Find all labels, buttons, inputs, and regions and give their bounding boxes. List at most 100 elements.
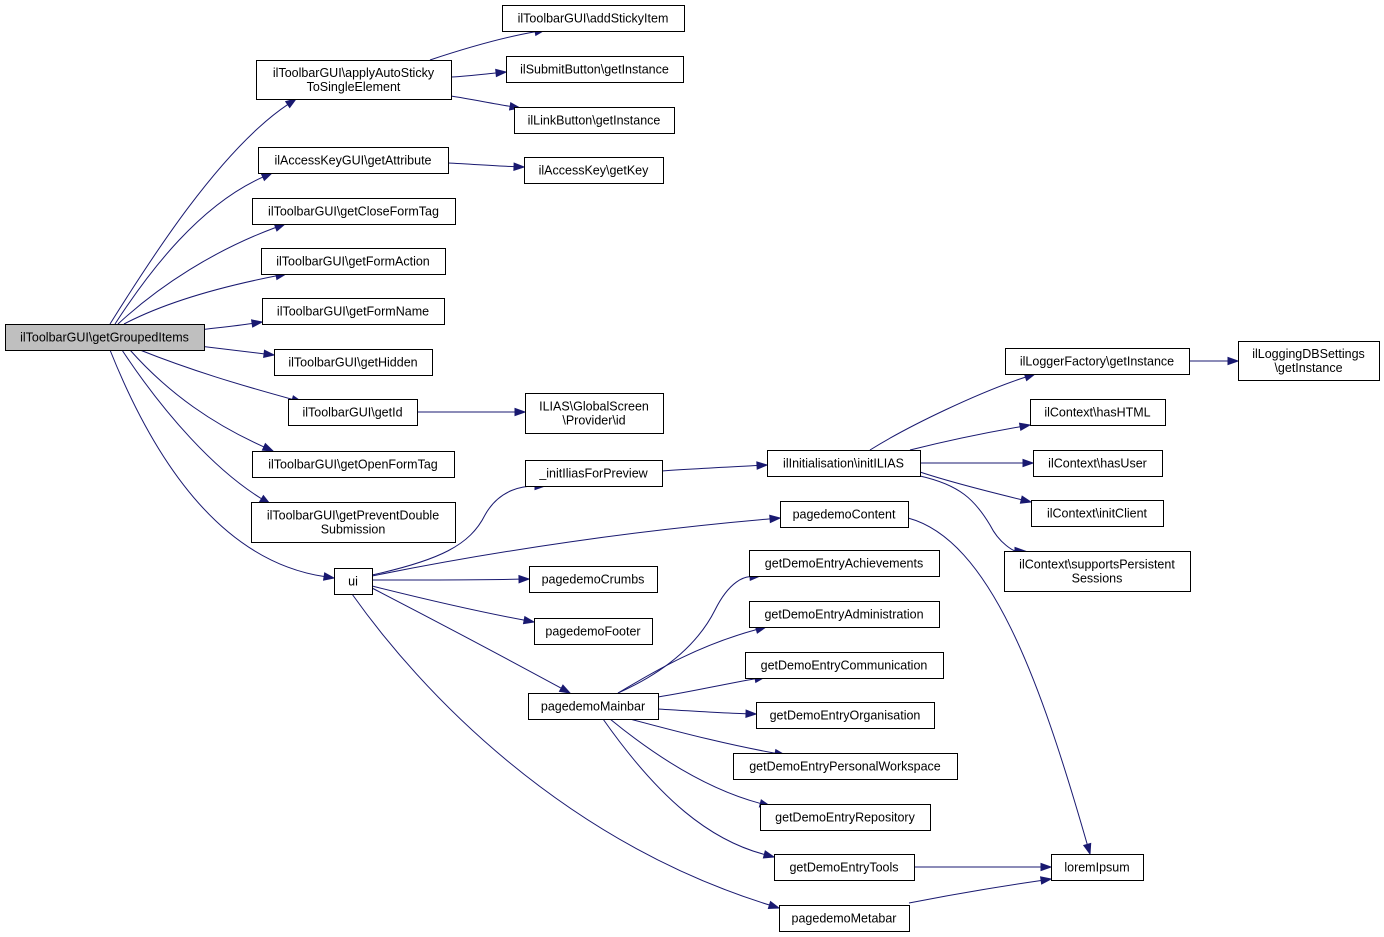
edge-line: [371, 587, 562, 689]
edge-line: [869, 376, 1026, 451]
node-personalWorkspace[interactable]: getDemoEntryPersonalWorkspace: [733, 753, 958, 780]
node-label: ilToolbarGUI\applyAutoSticky: [273, 66, 435, 80]
edge-initIlias-to-initILIAS: [661, 461, 769, 472]
edge-loggerFactory-to-loggingDB: [1189, 356, 1240, 366]
node-organisation[interactable]: getDemoEntryOrganisation: [756, 702, 935, 729]
node-label: ilContext\hasHTML: [1044, 406, 1150, 420]
edge-line: [657, 678, 756, 698]
edge-initILIAS-to-hasUser: [920, 458, 1035, 468]
node-label: getDemoEntryAchievements: [765, 557, 923, 571]
edge-initILIAS-to-initClient: [919, 471, 1033, 504]
node-initClient[interactable]: ilContext\initClient: [1031, 500, 1164, 527]
arrowhead-icon: [522, 615, 536, 625]
node-box: [1238, 341, 1380, 381]
node-submitButtonGetInstance[interactable]: ilSubmitButton\getInstance: [506, 56, 684, 83]
arrowhead-icon: [762, 850, 776, 859]
node-label: ilToolbarGUI\getId: [302, 406, 402, 420]
edge-line: [371, 518, 771, 577]
node-pagedemoContent[interactable]: pagedemoContent: [780, 501, 909, 528]
edge-accessKeyGUIGetAttribute-to-accessKeyGetKey: [447, 162, 526, 171]
node-pagedemoMainbar[interactable]: pagedemoMainbar: [528, 693, 659, 720]
node-accessKeyGUIGetAttribute[interactable]: ilAccessKeyGUI\getAttribute: [258, 147, 449, 174]
node-pagedemoCrumbs[interactable]: pagedemoCrumbs: [529, 566, 658, 593]
arrowhead-icon: [250, 319, 264, 328]
arrowhead-icon: [514, 407, 527, 417]
node-label: ilInitialisation\initILIAS: [783, 457, 904, 471]
node-box: [779, 905, 910, 932]
node-label: getDemoEntryCommunication: [761, 659, 928, 673]
arrowhead-icon: [558, 684, 572, 694]
node-box: [1030, 399, 1166, 426]
edge-initILIAS-to-supportsPersistent: [919, 475, 1027, 556]
node-hasHTML[interactable]: ilContext\hasHTML: [1030, 399, 1166, 426]
node-box: [274, 349, 433, 376]
edge-pagedemoMainbar-to-organisation: [657, 708, 758, 719]
node-getId[interactable]: ilToolbarGUI\getId: [288, 399, 418, 426]
arrowhead-icon: [1019, 495, 1033, 504]
arrowhead-icon: [1040, 862, 1053, 872]
edge-line: [109, 349, 325, 577]
node-box: [749, 550, 940, 577]
edge-line: [123, 275, 277, 325]
node-providerId[interactable]: ILIAS\GlobalScreen\Provider\id: [525, 393, 664, 434]
node-label: ilToolbarGUI\getPreventDouble: [267, 509, 439, 523]
node-loggingDB[interactable]: ilLoggingDBSettings\getInstance: [1238, 341, 1380, 381]
node-getHidden[interactable]: ilToolbarGUI\getHidden: [274, 349, 433, 376]
edge-line: [114, 176, 264, 325]
node-loggerFactory[interactable]: ilLoggerFactory\getInstance: [1005, 348, 1190, 375]
node-box: [502, 5, 685, 32]
arrowhead-icon: [1022, 458, 1035, 468]
edge-line: [909, 426, 1021, 451]
edge-root-to-getOpenFormTag: [129, 349, 275, 452]
node-label: ilAccessKeyGUI\getAttribute: [274, 154, 431, 168]
node-box: [524, 157, 664, 184]
node-initIlias[interactable]: _initIliasForPreview: [525, 460, 663, 487]
node-label: pagedemoContent: [793, 508, 896, 522]
node-getFormName[interactable]: ilToolbarGUI\getFormName: [262, 298, 445, 325]
edge-line: [117, 227, 276, 325]
node-getCloseFormTag[interactable]: ilToolbarGUI\getCloseFormTag: [252, 198, 456, 225]
node-repository[interactable]: getDemoEntryRepository: [760, 804, 931, 831]
node-hasUser[interactable]: ilContext\hasUser: [1033, 450, 1163, 477]
edge-applyAutoSticky-to-linkButtonGetInstance: [450, 95, 522, 111]
edge-pagedemoContent-to-loremIpsum: [907, 517, 1092, 856]
node-pagedemoFooter[interactable]: pagedemoFooter: [534, 618, 653, 645]
node-box: [258, 147, 449, 174]
node-administration[interactable]: getDemoEntryAdministration: [749, 601, 940, 628]
node-accessKeyGetKey[interactable]: ilAccessKey\getKey: [524, 157, 664, 184]
node-addStickyItem[interactable]: ilToolbarGUI\addStickyItem: [502, 5, 685, 32]
edge-line: [661, 465, 758, 472]
call-graph-edges: [109, 27, 1240, 910]
node-box: [1033, 450, 1163, 477]
node-label: getDemoEntryAdministration: [764, 608, 923, 622]
edge-line: [919, 471, 1022, 501]
node-getOpenFormTag[interactable]: ilToolbarGUI\getOpenFormTag: [252, 451, 455, 478]
node-loremIpsum[interactable]: loremIpsum: [1051, 854, 1144, 881]
node-box: [745, 652, 944, 679]
arrowhead-icon: [518, 574, 531, 584]
node-getFormAction[interactable]: ilToolbarGUI\getFormAction: [261, 248, 446, 275]
arrowhead-icon: [273, 223, 287, 232]
edge-line: [907, 517, 1088, 845]
node-root[interactable]: ilToolbarGUI\getGroupedItems: [5, 324, 205, 351]
arrowhead-icon: [322, 572, 336, 581]
edge-root-to-getPreventDouble: [121, 349, 272, 505]
edge-line: [447, 162, 515, 168]
node-initILIAS[interactable]: ilInitialisation\initILIAS: [767, 450, 921, 477]
node-label: ilToolbarGUI\getGroupedItems: [20, 331, 189, 345]
node-tools[interactable]: getDemoEntryTools: [774, 854, 915, 881]
node-label: pagedemoMainbar: [541, 700, 645, 714]
edge-initILIAS-to-loggerFactory: [869, 373, 1037, 451]
node-label: ilToolbarGUI\getCloseFormTag: [268, 205, 439, 219]
edge-getId-to-providerId: [417, 407, 527, 417]
node-communication[interactable]: getDemoEntryCommunication: [745, 652, 944, 679]
node-pagedemoMetabar[interactable]: pagedemoMetabar: [779, 905, 910, 932]
node-applyAutoSticky[interactable]: ilToolbarGUI\applyAutoStickyToSingleElem…: [256, 60, 452, 100]
node-ui[interactable]: ui: [334, 568, 373, 595]
node-label: _initIliasForPreview: [538, 467, 648, 481]
arrowhead-icon: [1082, 842, 1092, 856]
node-linkButtonGetInstance[interactable]: ilLinkButton\getInstance: [514, 107, 675, 134]
node-achievements[interactable]: getDemoEntryAchievements: [749, 550, 940, 577]
